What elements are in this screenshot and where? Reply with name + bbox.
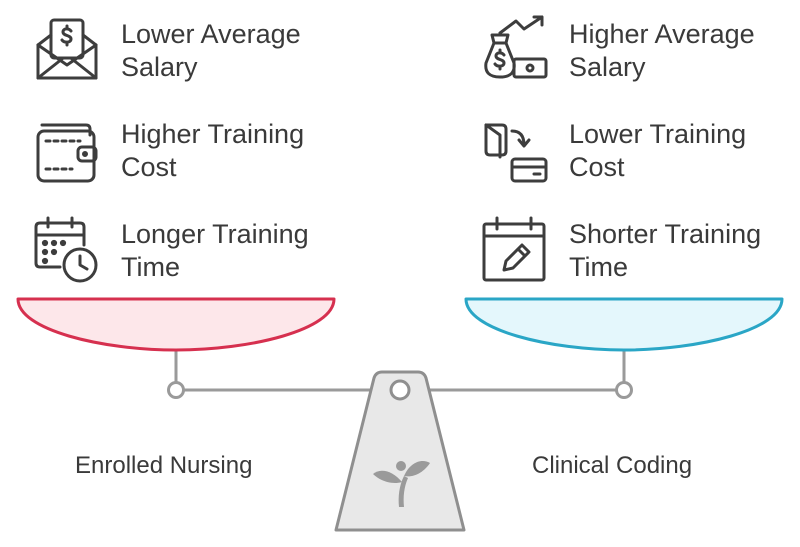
- money-growth-icon: [480, 15, 550, 85]
- left-factor-3-line2: Time: [121, 252, 180, 282]
- wallet-icon: [32, 117, 102, 187]
- left-option-name: Enrolled Nursing: [75, 452, 253, 479]
- right-factor-1-line1: Higher Average: [569, 19, 755, 49]
- right-factor-2-line2: Cost: [569, 152, 625, 182]
- sprout-logo-icon: [373, 460, 430, 507]
- left-pivot: [167, 381, 185, 399]
- wallet-to-card-icon: [480, 117, 550, 187]
- right-factor-1-line2: Salary: [569, 52, 646, 82]
- left-factor-3-line1: Longer Training: [121, 219, 309, 249]
- left-factor-1-line2: Salary: [121, 52, 198, 82]
- salary-envelope-icon: [32, 15, 102, 85]
- calendar-edit-icon: [480, 215, 550, 285]
- right-pivot: [615, 381, 633, 399]
- left-factor-2-line2: Cost: [121, 152, 177, 182]
- right-factor-3-line2: Time: [569, 252, 628, 282]
- left-pan: [16, 297, 336, 352]
- left-factor-1-line1: Lower Average: [121, 19, 301, 49]
- right-pan: [464, 297, 784, 352]
- left-factor-2-line1: Higher Training: [121, 119, 305, 149]
- right-factor-3-line1: Shorter Training: [569, 219, 762, 249]
- scale-fulcrum: [334, 370, 466, 532]
- center-pivot: [389, 379, 411, 401]
- right-factor-2-line1: Lower Training: [569, 119, 747, 149]
- calendar-clock-icon: [32, 215, 102, 285]
- right-option-name: Clinical Coding: [532, 452, 693, 479]
